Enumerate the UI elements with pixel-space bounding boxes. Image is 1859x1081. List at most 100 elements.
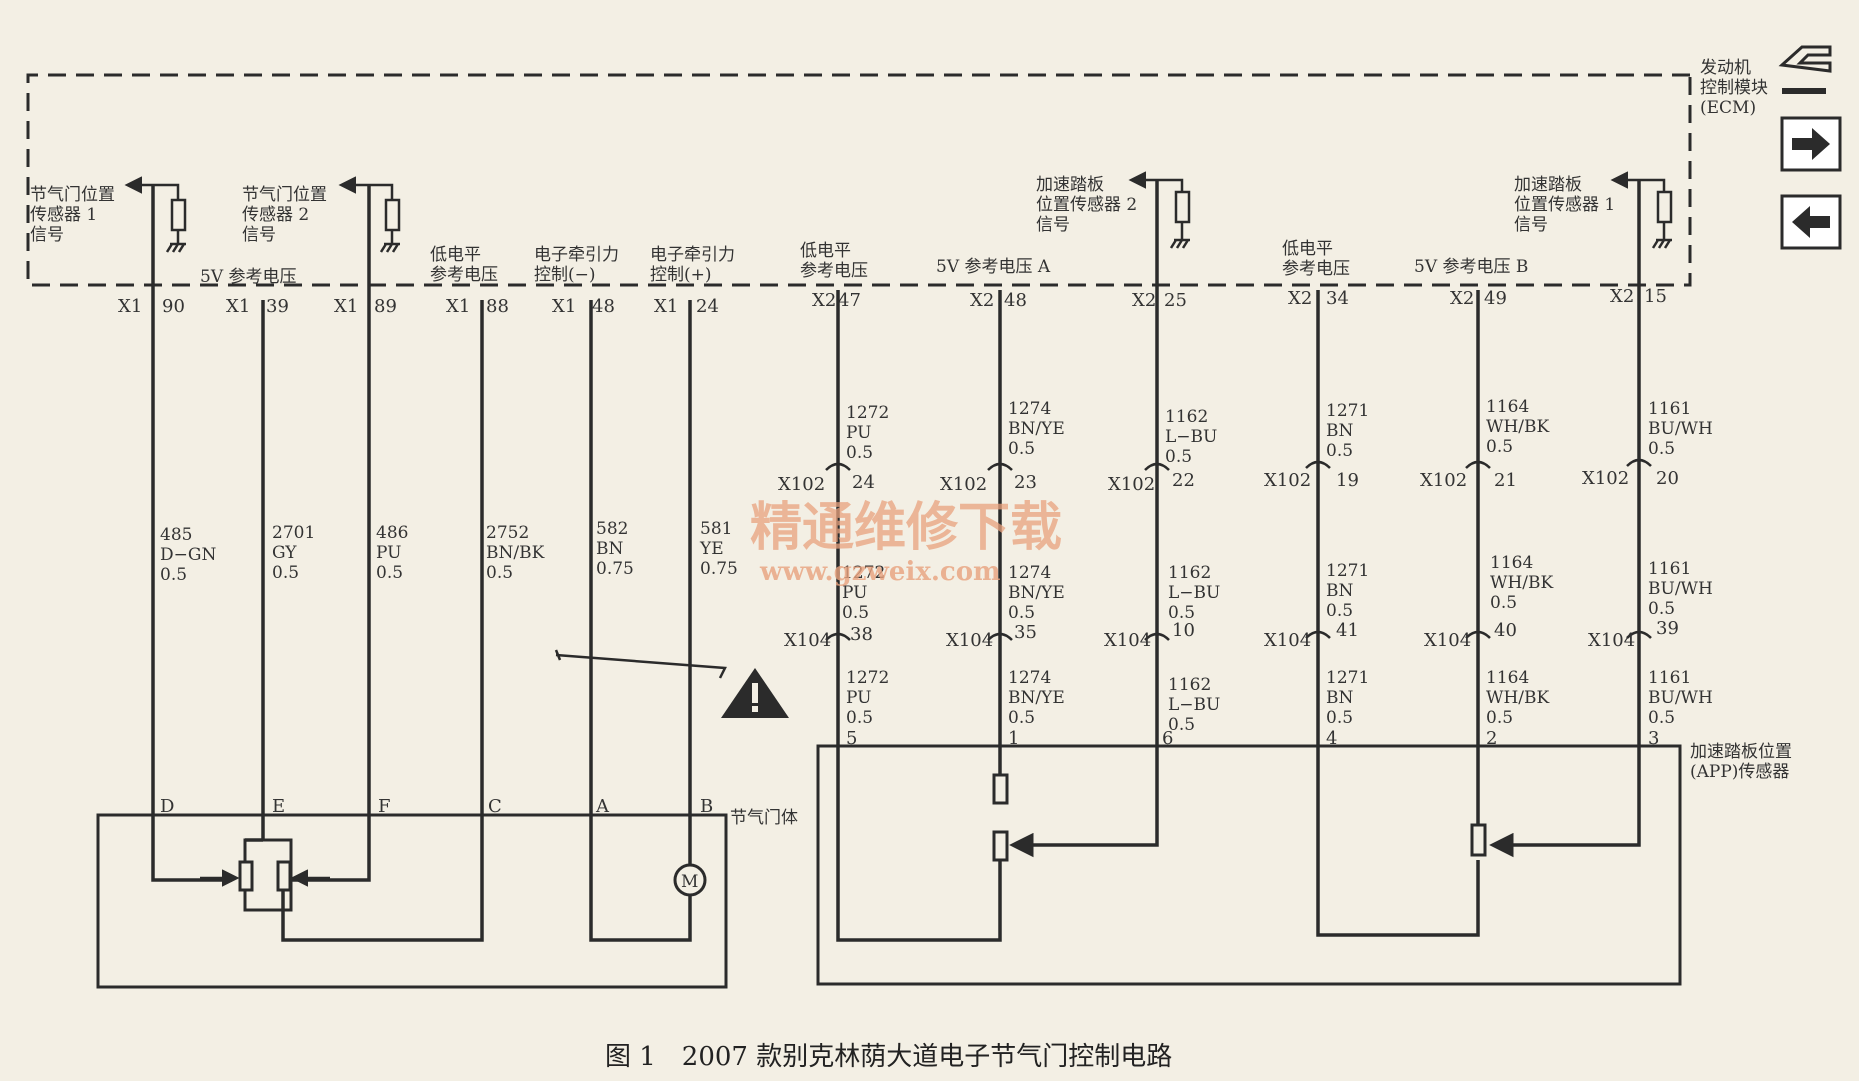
svg-text:22: 22 xyxy=(1172,470,1195,491)
svg-text:0.5: 0.5 xyxy=(846,708,873,728)
svg-text:90: 90 xyxy=(162,296,185,317)
svg-text:0.5: 0.5 xyxy=(1168,603,1195,623)
svg-text:X102: X102 xyxy=(1582,468,1629,489)
svg-text:581: 581 xyxy=(700,519,732,539)
svg-text:位置传感器 2: 位置传感器 2 xyxy=(1036,195,1137,215)
svg-text:1164: 1164 xyxy=(1486,397,1529,417)
svg-text:0.5: 0.5 xyxy=(1008,603,1035,623)
svg-text:GY: GY xyxy=(272,543,297,563)
svg-text:X2: X2 xyxy=(1450,288,1474,309)
svg-text:0.5: 0.5 xyxy=(486,563,513,583)
svg-text:21: 21 xyxy=(1494,470,1517,491)
svg-text:(ECM): (ECM) xyxy=(1700,98,1756,118)
svg-text:1164: 1164 xyxy=(1490,553,1533,573)
svg-text:48: 48 xyxy=(1004,290,1027,311)
svg-text:C: C xyxy=(488,796,502,817)
svg-text:0.5: 0.5 xyxy=(1486,437,1513,457)
tps1-label: 节气门位置 传感器 1 信号 xyxy=(30,185,115,245)
svg-text:L−BU: L−BU xyxy=(1168,695,1220,715)
right-wires xyxy=(836,180,1641,942)
motor-icon: M xyxy=(673,863,707,897)
svg-text:PU: PU xyxy=(846,423,871,443)
svg-text:25: 25 xyxy=(1164,290,1187,311)
svg-text:X1: X1 xyxy=(446,296,470,317)
svg-text:34: 34 xyxy=(1326,288,1349,309)
fn-low-ref-app2: 低电平 参考电压 xyxy=(1282,239,1350,279)
svg-text:控制(−): 控制(−) xyxy=(534,265,596,285)
svg-text:1272: 1272 xyxy=(846,668,889,688)
svg-text:2: 2 xyxy=(1486,728,1497,749)
fn-motor-plus: 电子牵引力 控制(+) xyxy=(650,245,735,285)
svg-text:BU/WH: BU/WH xyxy=(1648,688,1713,708)
svg-text:精通维修下载: 精通维修下载 xyxy=(750,497,1062,558)
svg-text:X1: X1 xyxy=(118,296,142,317)
svg-text:加速踏板位置: 加速踏板位置 xyxy=(1690,742,1792,762)
arrow-right-icon[interactable] xyxy=(1780,116,1842,172)
svg-text:X102: X102 xyxy=(1264,470,1311,491)
app2-label: 加速踏板 位置传感器 2 信号 xyxy=(1036,175,1137,235)
svg-text:WH/BK: WH/BK xyxy=(1486,688,1550,708)
svg-text:PU: PU xyxy=(376,543,401,563)
svg-text:0.5: 0.5 xyxy=(1326,708,1353,728)
svg-text:89: 89 xyxy=(374,296,397,317)
svg-text:X1: X1 xyxy=(654,296,678,317)
svg-text:24: 24 xyxy=(852,472,875,493)
svg-text:YE: YE xyxy=(699,539,724,559)
arrow-left-icon[interactable] xyxy=(1780,194,1842,250)
svg-text:0.5: 0.5 xyxy=(1008,439,1035,459)
svg-text:49: 49 xyxy=(1484,288,1507,309)
svg-text:X2: X2 xyxy=(970,290,994,311)
svg-text:1271: 1271 xyxy=(1326,668,1369,688)
svg-text:L−BU: L−BU xyxy=(1165,427,1217,447)
svg-text:1162: 1162 xyxy=(1168,675,1211,695)
svg-text:38: 38 xyxy=(850,624,873,645)
svg-text:加速踏板: 加速踏板 xyxy=(1514,175,1582,195)
svg-text:0.5: 0.5 xyxy=(842,603,869,623)
svg-text:X104: X104 xyxy=(1104,630,1151,651)
svg-text:23: 23 xyxy=(1014,472,1037,493)
svg-text:39: 39 xyxy=(266,296,289,317)
svg-text:4: 4 xyxy=(1326,728,1337,749)
svg-text:41: 41 xyxy=(1336,620,1359,641)
svg-text:1274: 1274 xyxy=(1008,668,1051,688)
svg-text:1: 1 xyxy=(1008,728,1019,749)
svg-text:X104: X104 xyxy=(1264,630,1311,651)
svg-text:PU: PU xyxy=(842,583,867,603)
svg-text:582: 582 xyxy=(596,519,628,539)
svg-text:0.5: 0.5 xyxy=(846,443,873,463)
watermark: 精通维修下载 www.gzweix.com xyxy=(750,497,1062,587)
svg-text:0.5: 0.5 xyxy=(1165,447,1192,467)
svg-text:0.5: 0.5 xyxy=(1648,708,1675,728)
svg-text:B: B xyxy=(700,796,713,817)
svg-text:35: 35 xyxy=(1014,622,1037,643)
fn-motor-minus: 电子牵引力 控制(−) xyxy=(534,245,619,285)
fn-5v-ref-a: 5V 参考电压 A xyxy=(936,257,1051,277)
svg-text:BN: BN xyxy=(1326,688,1353,708)
tps2-label: 节气门位置 传感器 2 信号 xyxy=(242,185,327,245)
svg-text:1274: 1274 xyxy=(1008,399,1051,419)
svg-text:X2: X2 xyxy=(1610,286,1634,307)
svg-text:0.5: 0.5 xyxy=(1008,708,1035,728)
svg-text:40: 40 xyxy=(1494,620,1517,641)
ecm-boundary xyxy=(26,73,1692,287)
svg-text:信号: 信号 xyxy=(1514,215,1548,235)
svg-text:1164: 1164 xyxy=(1486,668,1529,688)
svg-text:1271: 1271 xyxy=(1326,561,1369,581)
svg-text:X2: X2 xyxy=(1132,290,1156,311)
svg-text:1162: 1162 xyxy=(1168,563,1211,583)
svg-text:X102: X102 xyxy=(1108,474,1155,495)
svg-text:BN: BN xyxy=(1326,421,1353,441)
svg-text:0.5: 0.5 xyxy=(160,565,187,585)
svg-text:10: 10 xyxy=(1172,620,1195,641)
connector-icon xyxy=(1778,45,1832,94)
fn-5v-ref-b: 5V 参考电压 B xyxy=(1414,257,1528,277)
svg-text:486: 486 xyxy=(376,523,408,543)
svg-text:1272: 1272 xyxy=(842,563,885,583)
svg-text:BU/WH: BU/WH xyxy=(1648,579,1713,599)
svg-text:0.5: 0.5 xyxy=(376,563,403,583)
svg-text:BN/BK: BN/BK xyxy=(486,543,545,563)
svg-text:0.5: 0.5 xyxy=(272,563,299,583)
